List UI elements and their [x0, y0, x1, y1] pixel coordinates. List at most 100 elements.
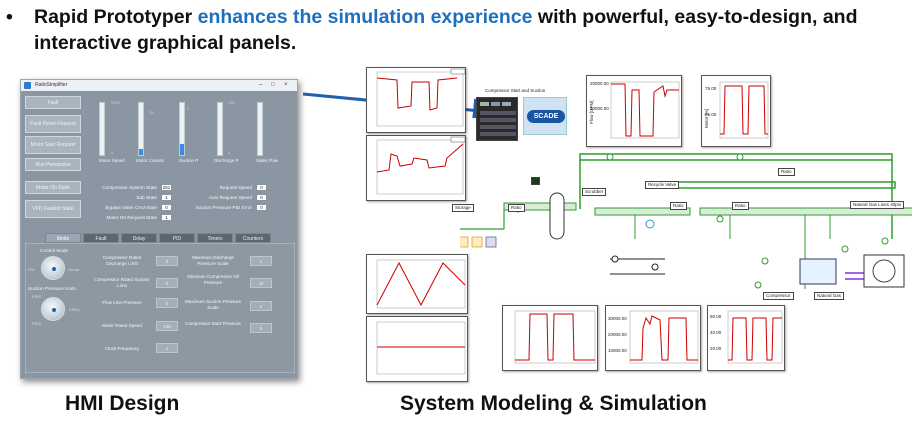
tab-timers[interactable]: Timers: [197, 233, 233, 243]
param-value[interactable]: 45: [250, 278, 272, 288]
process-diagram: [460, 153, 912, 289]
ratio-label: Ratio: [732, 202, 749, 210]
suction-units-label: Suction Pressure Units: [28, 286, 76, 291]
gauge-fill: [180, 143, 184, 155]
natural-gas-lines-label: Natural Gas Lines 40psi: [850, 201, 905, 209]
param-value[interactable]: 5: [250, 323, 272, 333]
field-value: 0: [256, 204, 267, 211]
tab-counters[interactable]: Counters: [235, 233, 271, 243]
flat-svg: [376, 321, 466, 375]
gauge-fill: [139, 148, 143, 155]
gauge-label: Motor Speed: [99, 158, 125, 163]
compressor-label: Compressor: [763, 292, 794, 300]
natural-gas-label: Natural Gas: [814, 292, 845, 300]
field-label: Auto Request Speed: [208, 195, 252, 200]
gauge-label: Suction P: [179, 158, 199, 163]
control-mode-knob[interactable]: [41, 256, 65, 280]
window-title: RatioSimplifier: [35, 82, 68, 88]
tab-pid[interactable]: PID: [159, 233, 195, 243]
gauge-discharge-p: [217, 102, 223, 156]
param-label: Motor Rated Speed: [102, 323, 142, 328]
mini-hmi: [476, 97, 518, 141]
tab-fault[interactable]: Fault: [83, 233, 119, 243]
hmi-window: RatioSimplifier – □ × Fault Fault Reset …: [20, 79, 298, 379]
field-label: Compressor System State: [102, 185, 157, 190]
flat-plot: [366, 316, 468, 382]
gauge-motor-speed: [99, 102, 105, 156]
field-value: 251: [161, 184, 172, 191]
gauge-suction-p: [179, 102, 185, 156]
scade-logo-text: SCADE: [527, 110, 565, 123]
tab-mode[interactable]: Mode: [45, 233, 81, 243]
system-model: Compressor Start and Suction SCADE 20000…: [360, 64, 916, 389]
tick: 60.00: [710, 314, 722, 319]
suction-units-bottom: PSIG: [32, 321, 42, 326]
gauge-motor-current: [138, 102, 144, 156]
param-value[interactable]: 1: [156, 343, 178, 353]
param-value[interactable]: 0: [156, 298, 178, 308]
motor-on-state-button[interactable]: Motor On State: [25, 181, 81, 194]
scrubber-label: Scrubber: [582, 188, 607, 196]
field-value: 0: [161, 204, 172, 211]
flow-svg: [610, 81, 680, 139]
field-label: Bypass Valve Cmd State: [105, 205, 158, 210]
app-icon: [24, 82, 31, 89]
pulse-svg: [514, 310, 596, 364]
fault-button[interactable]: Fault: [25, 96, 81, 109]
maximize-icon[interactable]: □: [271, 82, 275, 88]
run-permissive-button[interactable]: Run Permissive: [25, 158, 81, 171]
ratio-label: Ratio: [670, 202, 687, 210]
param-value[interactable]: 0: [156, 278, 178, 288]
start-panel-title: Compressor Start and Suction: [485, 88, 546, 93]
field-value: 1: [161, 194, 172, 201]
mini-hmi-svg: [480, 102, 516, 136]
ratio-label: Ratio: [778, 168, 795, 176]
headline-highlight: enhances the simulation experience: [197, 6, 533, 28]
sales-gas-plot: 30000.00 20000.00 10000.00: [605, 305, 701, 371]
param-value[interactable]: 130: [156, 321, 178, 331]
param-label: Compressor Rated Suction Limit: [94, 277, 150, 288]
headline-part2: with powerful, easy-to-design, and inter…: [34, 6, 858, 54]
recycle-valve-label: Recycle Valve: [645, 181, 680, 189]
suction-units-left: PSIG: [32, 294, 42, 299]
vfd-faulted-state-button[interactable]: VFD Faulted State: [25, 200, 81, 218]
tick: 40.00: [710, 330, 722, 335]
fault-reset-button[interactable]: Fault Reset Request: [25, 115, 81, 133]
suction-units-knob[interactable]: [41, 297, 65, 321]
start-panel: Compressor Start and Suction SCADE: [476, 88, 568, 143]
gauge-scale-discharge: 150: [228, 100, 235, 105]
tick: 10000.00: [590, 106, 609, 111]
param-value[interactable]: 0: [156, 256, 178, 266]
param-label: Flow Line Pressure: [102, 300, 142, 305]
control-mode-label: Control Mode: [40, 248, 69, 253]
param-value[interactable]: 1: [250, 256, 272, 266]
tick: 20000.00: [590, 81, 609, 86]
storage-label: Storage: [452, 204, 474, 212]
tick: 20.00: [710, 346, 722, 351]
minimize-icon[interactable]: –: [259, 82, 263, 88]
pulse-plot: [502, 305, 598, 371]
param-label: Maximum Suction Pressure Scale: [184, 299, 242, 310]
sales-gas-svg: [629, 310, 699, 364]
param-label: Clock Frequency: [104, 346, 140, 351]
gauge-scale-min: 0: [111, 150, 114, 155]
control-mode-right: Linear: [68, 267, 80, 272]
field-label: Sub State: [136, 195, 157, 200]
gauge-label: Sales Flow: [256, 158, 279, 163]
field-label: Request Speed: [219, 185, 252, 190]
bullet: •: [6, 6, 13, 28]
triangle-svg: [376, 259, 466, 309]
trend-plot: [366, 67, 466, 133]
flow-plot: 20000.00 10000.00 Flow [GPM]: [586, 75, 682, 147]
gauge-scale-discharge-min: 0: [228, 150, 231, 155]
trend-plot: [366, 135, 466, 201]
trend-svg: [376, 136, 466, 195]
hmi-caption: HMI Design: [65, 392, 180, 415]
motor-start-button[interactable]: Motor Start Request: [25, 136, 81, 154]
tab-delay[interactable]: Delay: [121, 233, 157, 243]
close-icon[interactable]: ×: [284, 82, 288, 88]
gauge-label: Discharge P: [214, 158, 239, 163]
field-value: 0: [256, 194, 267, 201]
param-value[interactable]: 1: [250, 301, 272, 311]
